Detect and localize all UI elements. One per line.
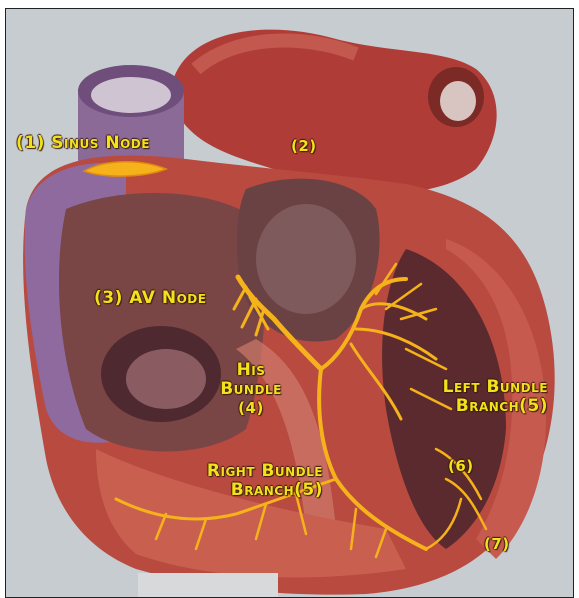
right-bundle-label: Right Bundle Branch(5) — [153, 462, 323, 500]
heart-illustration — [6, 9, 574, 598]
right-bundle-line2: Branch(5) — [153, 481, 323, 500]
his-bundle-line2: Bundle — [216, 380, 286, 399]
label-6: (6) — [448, 457, 474, 476]
heart-diagram-frame: (1) Sinus Node (2) (3) AV Node His Bundl… — [5, 8, 574, 598]
sinus-node-label: (1) Sinus Node — [16, 134, 150, 153]
av-node-label: (3) AV Node — [94, 289, 206, 308]
sinus-node-text: (1) Sinus Node — [16, 133, 150, 153]
corner-patch — [138, 573, 278, 598]
left-bundle-label: Left Bundle Branch(5) — [388, 378, 548, 416]
vena-cava-inner — [91, 77, 171, 113]
label-2: (2) — [291, 137, 317, 156]
label-7: (7) — [484, 535, 510, 554]
left-atrium-highlight — [256, 204, 356, 314]
his-bundle-line1: His — [216, 361, 286, 380]
left-bundle-line1: Left Bundle — [388, 378, 548, 397]
his-bundle-label: His Bundle (4) — [216, 361, 286, 418]
right-bundle-line1: Right Bundle — [153, 462, 323, 481]
left-bundle-line2: Branch(5) — [388, 397, 548, 416]
tricuspid-inner — [126, 349, 206, 409]
pulmonary-vessel-inner — [440, 81, 476, 121]
his-bundle-num: (4) — [216, 399, 286, 418]
